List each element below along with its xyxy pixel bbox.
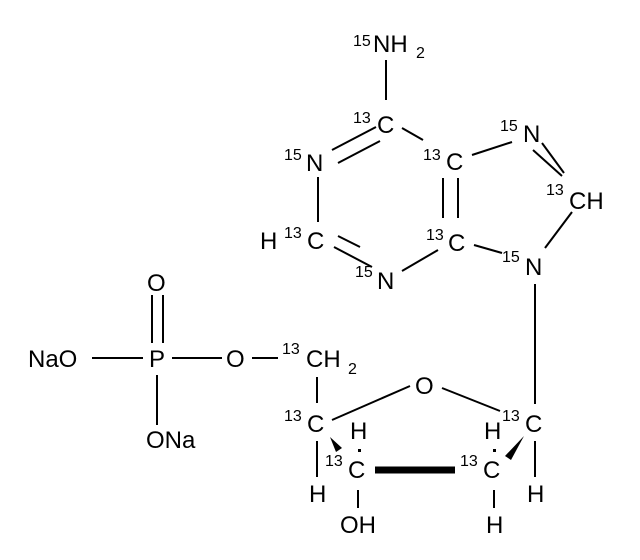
atom-o4p: O [415, 373, 434, 400]
isotope-label: 13 [353, 110, 371, 127]
atom-n7: 15 N [500, 118, 540, 148]
element-label: C [448, 230, 465, 257]
atom-h2p-down: H [486, 512, 503, 539]
bond-c6-n1-b [337, 140, 381, 164]
element-label: C [348, 457, 365, 484]
atom-c1p: 13 C [502, 408, 542, 438]
atom-c2p: 13 C [460, 453, 500, 484]
atom-o-phosphoryl: O [147, 270, 166, 297]
element-label: C [377, 112, 394, 139]
hydrogen-prefix: H [260, 228, 277, 255]
bond-n7-c8-a [532, 149, 563, 177]
hash-h3p [358, 449, 361, 452]
bond-c5-n7 [471, 141, 513, 156]
isotope-label: 13 [284, 225, 302, 242]
bond-c4p-o4p [331, 385, 411, 421]
bond-c4-n9 [473, 244, 503, 254]
element-label: C [483, 457, 500, 484]
atom-n9: 15 N [502, 249, 542, 281]
bond-c2-n3-a [333, 246, 373, 268]
atom-c4: 13 C [426, 227, 465, 257]
isotope-label: 15 [284, 147, 302, 164]
bond-o4p-c1p [441, 387, 501, 412]
isotope-label: 15 [353, 33, 371, 50]
isotope-label: 13 [423, 147, 441, 164]
atom-h2p-up: H [484, 418, 501, 445]
bond-c6-n1-a [331, 126, 377, 151]
element-label: C [525, 411, 542, 438]
atom-h1p: H [527, 481, 544, 508]
isotope-label: 13 [282, 341, 300, 358]
element-label: C [307, 411, 324, 438]
atom-h4p: H [309, 481, 326, 508]
atom-nh2: 15 NH 2 [353, 31, 425, 62]
atom-h3p: H [350, 418, 367, 445]
wedge-c4p-c3p [330, 437, 342, 452]
element-label: C [307, 228, 324, 255]
atom-p: P [149, 346, 165, 373]
bonds [92, 60, 573, 508]
isotope-label: 13 [546, 182, 564, 199]
bond-c2-n3-b [337, 235, 361, 248]
wedge-c1p-c2p [505, 436, 524, 460]
atom-ona: ONa [146, 427, 196, 454]
atom-c2: H 13 C [260, 225, 324, 255]
atom-nao: NaO [28, 346, 77, 373]
atom-c5p: 13 CH 2 [282, 341, 357, 378]
atom-labels: 15 NH 2 13 C 15 N 13 C 15 N 13 CH [28, 31, 604, 539]
bond-c8-n9 [544, 211, 573, 249]
isotope-label: 13 [460, 453, 478, 470]
element-label: N [525, 254, 542, 281]
isotope-label: 15 [502, 249, 520, 266]
atom-c5: 13 C [423, 147, 463, 176]
atom-n3: 15 N [355, 264, 394, 295]
bond-c6-c5 [401, 127, 424, 141]
element-label: N [306, 150, 323, 177]
bond-n7-c8-b [541, 142, 565, 174]
isotope-label: 15 [355, 264, 373, 281]
element-label: CH [306, 346, 341, 373]
hash-h2p [493, 449, 496, 452]
subscript-label: 2 [348, 361, 357, 378]
atom-c4p: 13 C [284, 408, 324, 438]
element-label: CH [569, 188, 604, 215]
isotope-label: 13 [284, 408, 302, 425]
element-label: N [377, 268, 394, 295]
atom-c8: 13 CH [546, 182, 604, 215]
isotope-label: 13 [325, 453, 343, 470]
element-label: N [523, 121, 540, 148]
element-label: NH [373, 31, 408, 58]
atom-n1: 15 N [284, 147, 323, 177]
atom-c3p: 13 C [325, 453, 365, 484]
atom-c6: 13 C [353, 110, 394, 139]
isotope-label: 13 [426, 227, 444, 244]
atom-oh: OH [340, 512, 376, 539]
isotope-label: 15 [500, 118, 518, 135]
element-label: C [446, 149, 463, 176]
subscript-label: 2 [416, 45, 425, 62]
bond-n3-c4 [401, 249, 439, 272]
atom-o5p: O [226, 346, 245, 373]
isotope-label: 13 [502, 408, 520, 425]
